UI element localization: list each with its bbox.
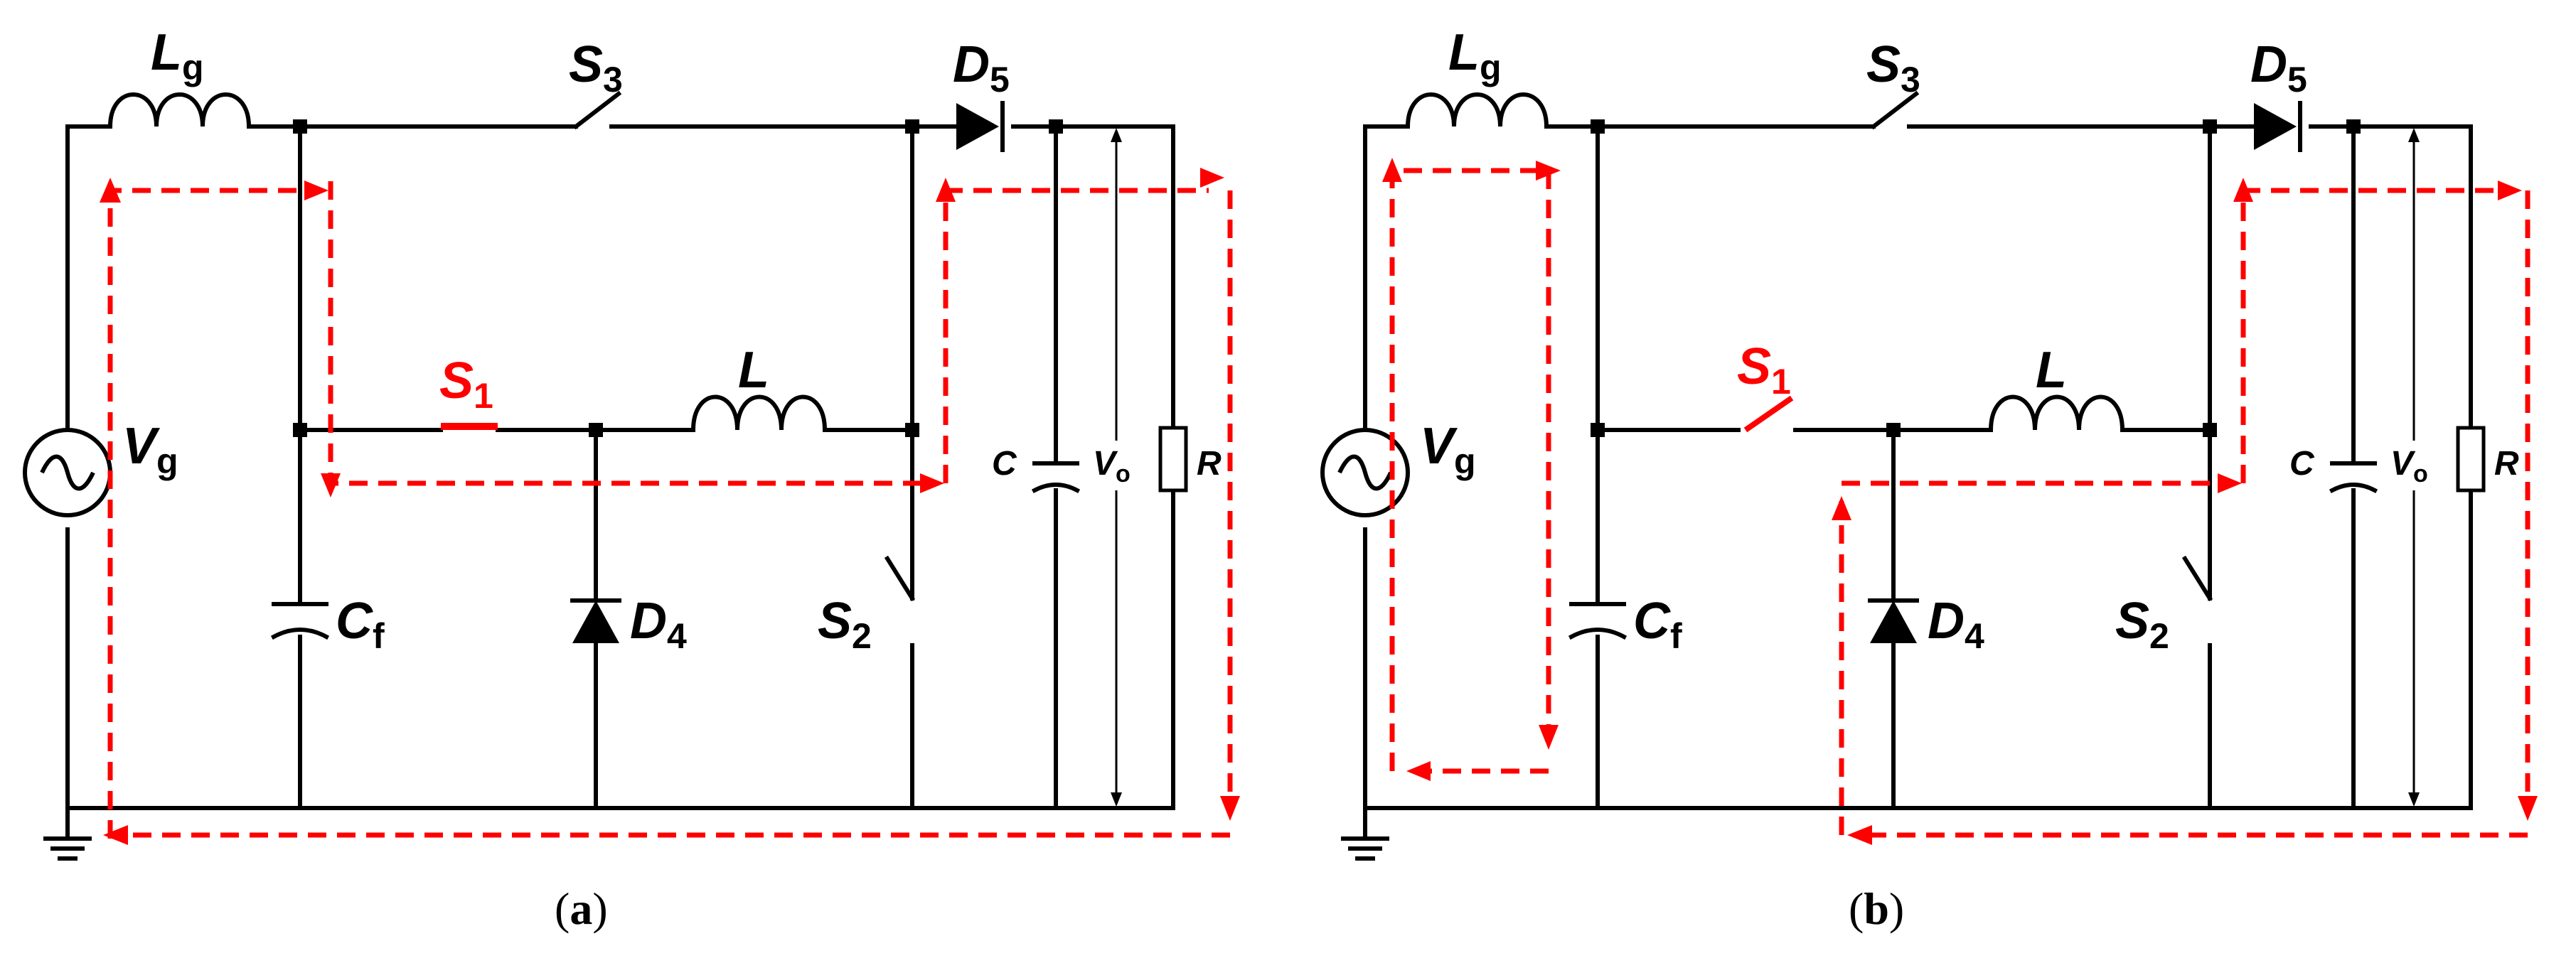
label-s1: S1: [1737, 338, 1791, 402]
label-d4: D4: [1928, 593, 1984, 656]
label-l: L: [738, 342, 769, 399]
panel-a: Lg S3 D5 S1 L Vg Cf D4 S2 C Vo R (a): [25, 24, 1240, 934]
label-vo: Vo: [1093, 445, 1131, 488]
s3-switch: [1870, 90, 1920, 130]
ground-icon: [1341, 839, 1389, 859]
label-d5: D5: [2250, 36, 2307, 99]
label-r: R: [2494, 445, 2519, 483]
label-d5: D5: [953, 36, 1010, 99]
vo-measure-arrow: [2408, 128, 2420, 807]
r-resistor: [2456, 426, 2486, 493]
d4-diode: [1868, 598, 1919, 643]
cf-capacitor: [1568, 602, 1628, 640]
d5-diode: [2254, 101, 2302, 152]
s2-switch: [2181, 555, 2213, 602]
l-inductor: [1988, 394, 2125, 433]
label-s3: S3: [1866, 36, 1920, 99]
d4-diode: [570, 598, 621, 643]
r-resistor: [1158, 426, 1188, 493]
cf-capacitor: [270, 602, 330, 640]
s1-switch-open: [1743, 395, 1794, 433]
label-lg: Lg: [1448, 24, 1502, 87]
s2-switch: [884, 555, 916, 602]
label-l: L: [2036, 342, 2067, 399]
current-path-b: [1382, 158, 2538, 845]
vg-source: [25, 430, 110, 515]
label-lg: Lg: [151, 24, 204, 87]
caption-b: (b): [1849, 883, 1904, 934]
s3-switch: [572, 90, 622, 130]
current-path-a: [100, 168, 1240, 845]
lg-inductor: [107, 92, 252, 129]
vo-measure-arrow: [1111, 128, 1122, 807]
l-inductor: [690, 394, 828, 433]
label-s3: S3: [569, 36, 623, 99]
junction-dots: [293, 119, 1063, 437]
label-s2: S2: [818, 593, 872, 656]
label-vg: Vg: [122, 418, 178, 481]
label-vg: Vg: [1420, 418, 1476, 481]
caption-a: (a): [555, 883, 608, 934]
label-c: C: [992, 445, 1017, 483]
label-s2: S2: [2115, 593, 2169, 656]
label-d4: D4: [630, 593, 687, 656]
label-s1: S1: [439, 352, 493, 416]
panel-b: Lg S3 D5 S1 L Vg Cf D4 S2 C Vo R (b): [1322, 24, 2538, 934]
lg-inductor: [1405, 92, 1549, 129]
vg-source: [1322, 430, 1408, 515]
label-cf: Cf: [1633, 593, 1682, 656]
c-capacitor: [2329, 461, 2378, 494]
c-capacitor: [1031, 461, 1081, 494]
label-c: C: [2289, 445, 2315, 483]
label-r: R: [1197, 445, 1222, 483]
ground-icon: [43, 839, 92, 859]
label-cf: Cf: [336, 593, 385, 656]
junction-dots: [1591, 119, 2361, 437]
label-vo: Vo: [2390, 445, 2428, 488]
d5-diode: [956, 101, 1005, 152]
